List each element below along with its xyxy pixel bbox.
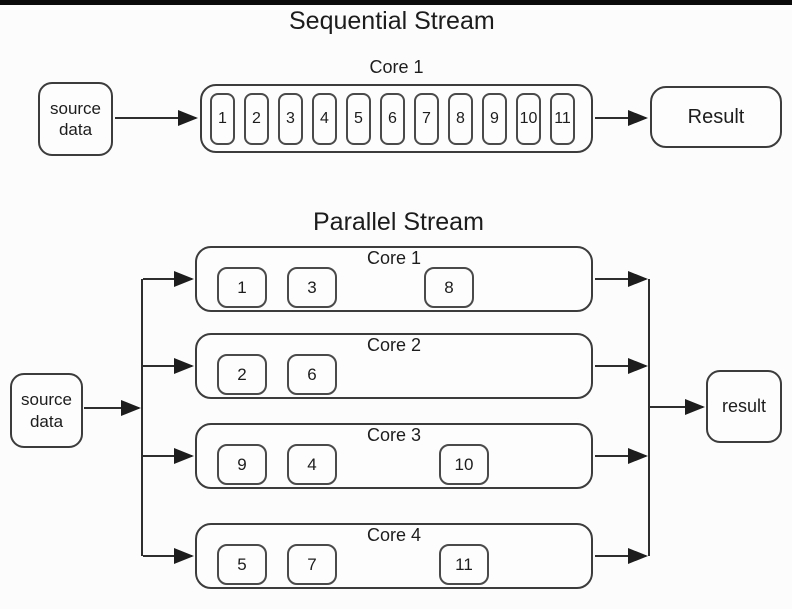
sequential-item-cell: 3	[278, 92, 303, 145]
parallel-item-cell: 7	[287, 544, 337, 585]
parallel-source-box: source data	[10, 373, 83, 448]
parallel-title: Parallel Stream	[313, 208, 484, 236]
sequential-item-cell: 9	[482, 92, 507, 145]
parallel-core-label: Core 3	[366, 425, 422, 445]
parallel-core-label: Core 4	[366, 525, 422, 545]
sequential-item-cell: 8	[448, 92, 473, 145]
sequential-item-cell: 4	[312, 92, 337, 145]
sequential-item-cell: 10	[516, 92, 541, 145]
sequential-result-box: Result	[650, 86, 782, 148]
parallel-core-label: Core 1	[366, 248, 422, 268]
sequential-item-cell: 6	[380, 92, 405, 145]
parallel-core-label: Core 2	[366, 335, 422, 355]
parallel-item-cell: 1	[217, 267, 267, 308]
sequential-item-cell: 2	[244, 92, 269, 145]
parallel-item-cell: 8	[424, 267, 474, 308]
top-border-bar	[0, 0, 792, 5]
sequential-item-cell: 1	[210, 92, 235, 145]
sequential-item-cell: 7	[414, 92, 439, 145]
parallel-item-cell: 4	[287, 444, 337, 485]
sequential-core-label: Core 1	[369, 57, 424, 77]
sequential-source-box: source data	[38, 82, 113, 156]
parallel-item-cell: 10	[439, 444, 489, 485]
parallel-item-cell: 9	[217, 444, 267, 485]
parallel-item-cell: 2	[217, 354, 267, 395]
parallel-item-cell: 6	[287, 354, 337, 395]
sequential-item-cell: 11	[550, 92, 575, 145]
sequential-item-cell: 5	[346, 92, 371, 145]
parallel-result-box: result	[706, 370, 782, 443]
parallel-item-cell: 11	[439, 544, 489, 585]
parallel-item-cell: 5	[217, 544, 267, 585]
parallel-item-cell: 3	[287, 267, 337, 308]
sequential-title: Sequential Stream	[289, 7, 495, 35]
